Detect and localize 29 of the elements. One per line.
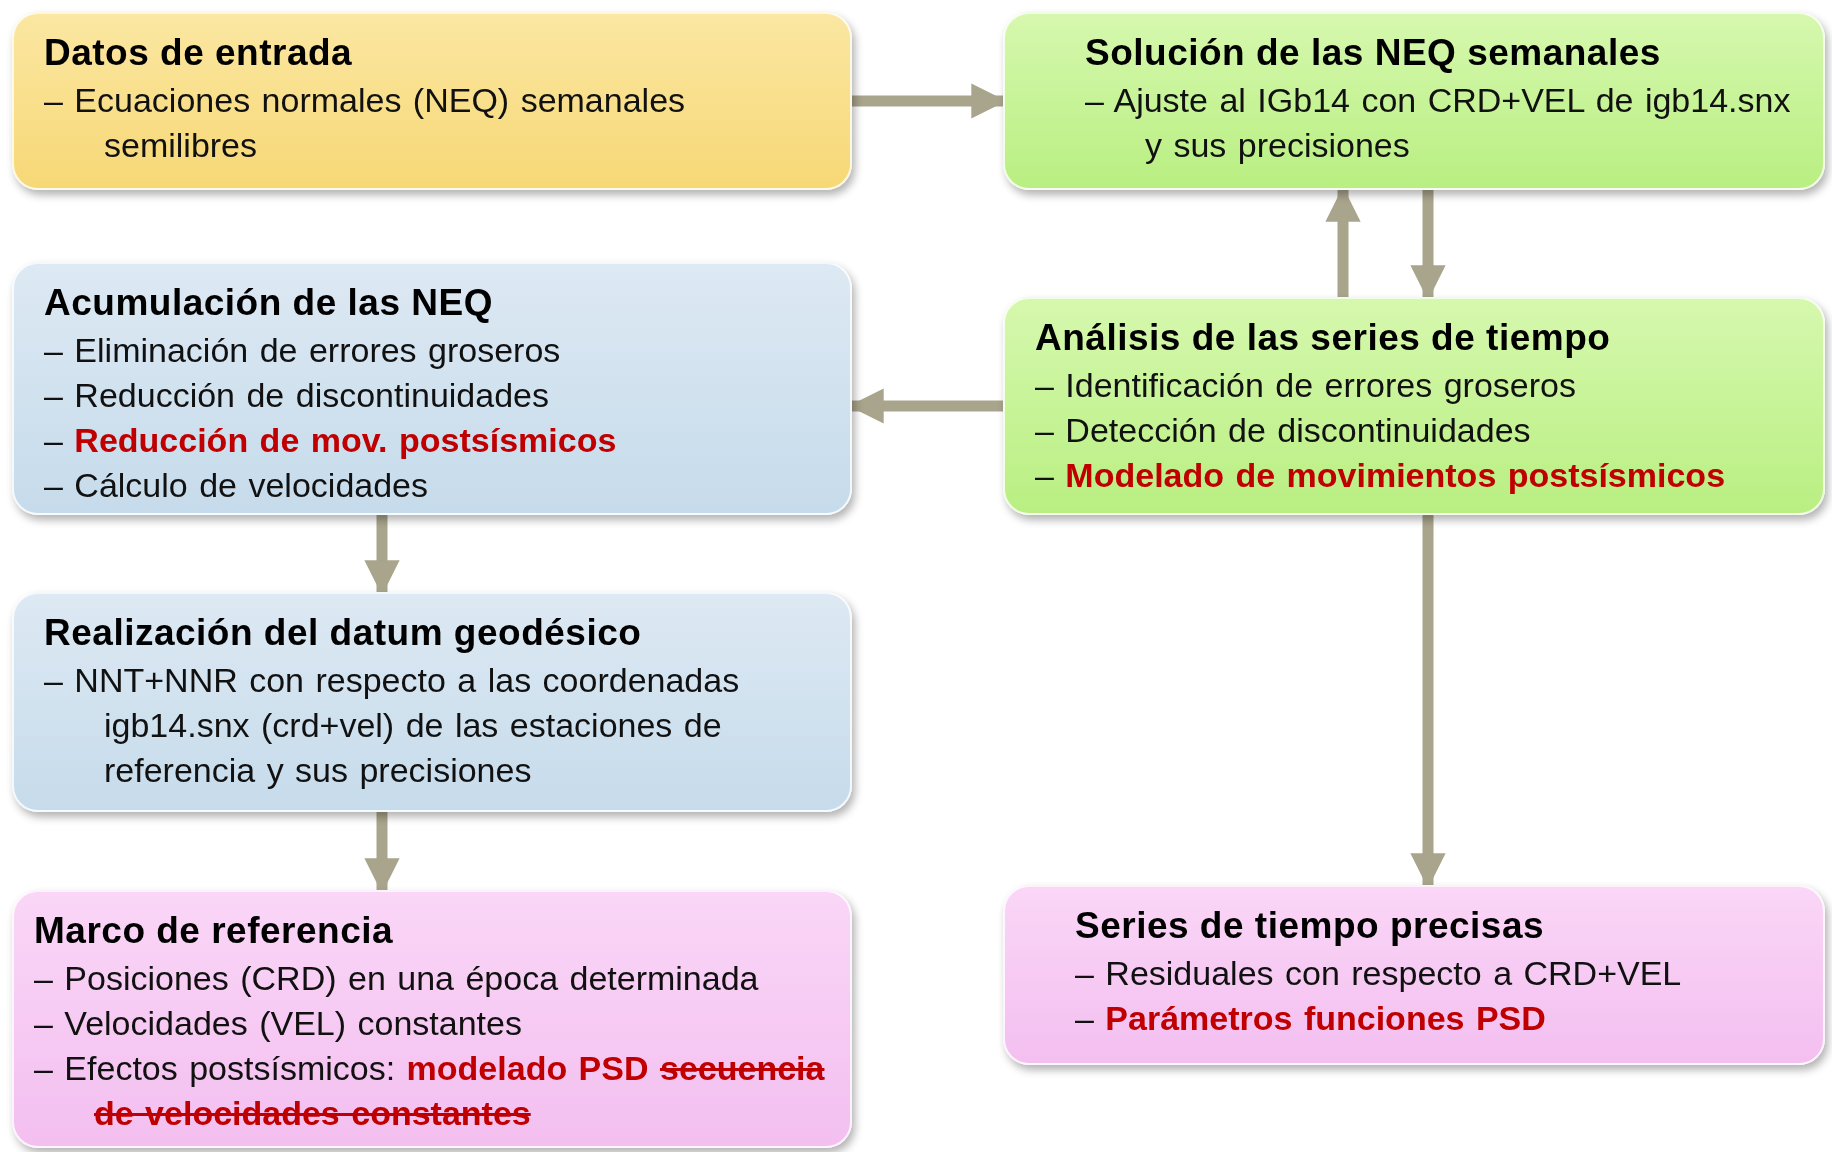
bullet-item: – Residuales con respecto a CRD+VEL: [1075, 953, 1683, 994]
bullet-item: – Reducción de mov. postsísmicos: [44, 420, 618, 461]
bullet-item: – Ajuste al IGb14 con CRD+VEL de igb14.snx y sus precisiones: [1085, 80, 1792, 166]
bullet-item: – Reducción de discontinuidades: [44, 375, 550, 416]
bullet-item: – Ecuaciones normales (NEQ) semanales semilibres: [44, 80, 687, 166]
box-heading: Solución de las NEQ semanales: [1085, 32, 1662, 74]
bullet-item: – Cálculo de velocidades: [44, 465, 430, 506]
box-heading: Análisis de las series de tiempo: [1035, 317, 1612, 359]
box-heading: Datos de entrada: [44, 32, 354, 74]
box-heading: Realización del datum geodésico: [44, 612, 643, 654]
bullet-item: – Efectos postsísmicos: modelado PSD secuencia de velocidades constantes: [34, 1048, 826, 1134]
process-box: [12, 262, 852, 515]
bullet-item: – NNT+NNR con respecto a las coordenadas igb14.snx (crd+vel) de las estaciones de referencia y sus precisiones: [44, 660, 741, 791]
bullet-item: – Identificación de errores groseros: [1035, 365, 1577, 406]
process-box: [1003, 297, 1825, 515]
process-box: [1003, 12, 1825, 190]
bullet-item: – Detección de discontinuidades: [1035, 410, 1532, 451]
box-heading: Acumulación de las NEQ: [44, 282, 494, 324]
process-box: [1003, 885, 1825, 1065]
bullet-item: – Eliminación de errores groseros: [44, 330, 562, 371]
bullet-item: – Parámetros funciones PSD: [1075, 998, 1547, 1039]
box-heading: Marco de referencia: [34, 910, 395, 952]
bullet-item: – Velocidades (VEL) constantes: [34, 1003, 523, 1044]
process-box: [12, 12, 852, 190]
bullet-item: – Posiciones (CRD) en una época determinada: [34, 958, 760, 999]
process-box: [12, 890, 852, 1148]
bullet-item: – Modelado de movimientos postsísmicos: [1035, 455, 1727, 496]
process-box: [12, 592, 852, 812]
box-heading: Series de tiempo precisas: [1075, 905, 1546, 947]
